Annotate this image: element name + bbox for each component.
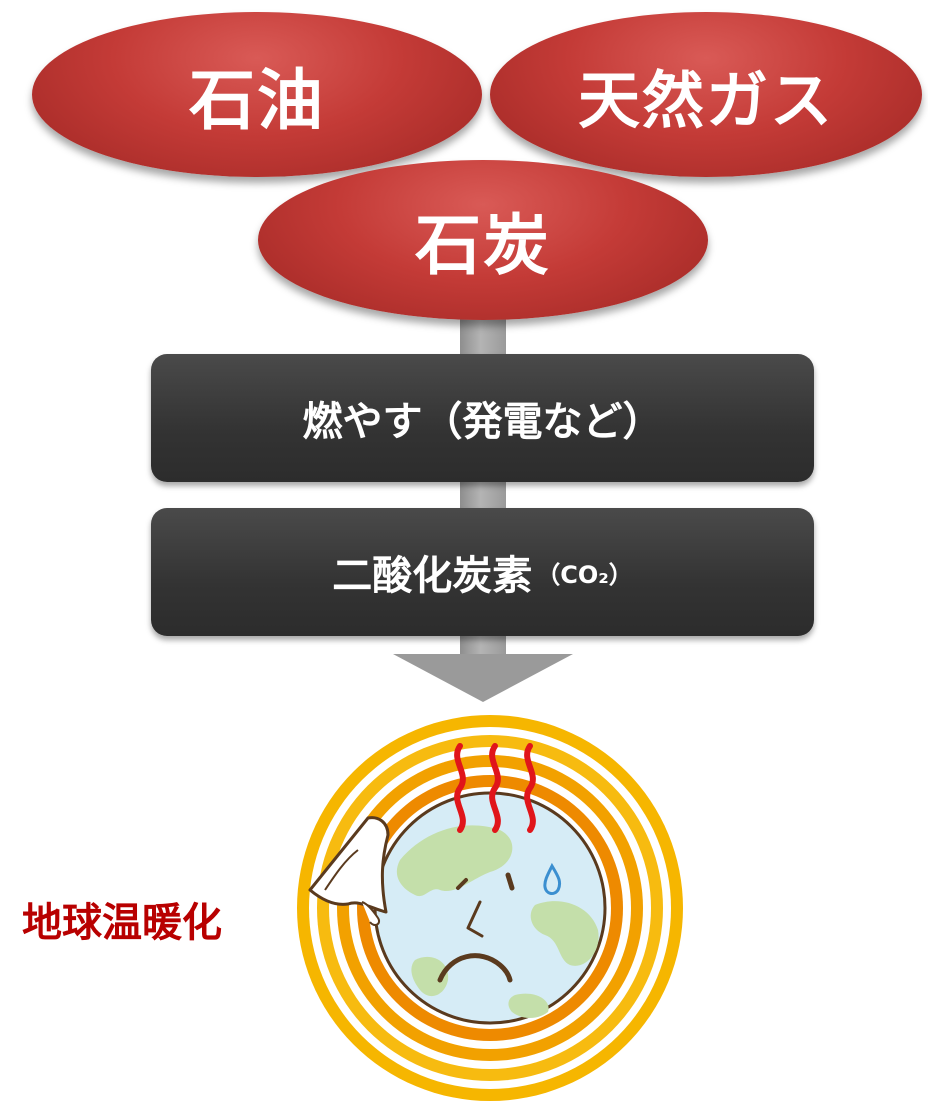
heat-waves-icon — [454, 743, 536, 833]
fuel-oil-label: 石油 — [189, 61, 325, 139]
fuel-oil: 石油 — [32, 12, 482, 177]
step-burn-box: 燃やす（発電など） — [151, 354, 814, 482]
fuel-natural-gas: 天然ガス — [490, 12, 922, 177]
fuel-natural-gas-label: 天然ガス — [577, 63, 834, 137]
step-co2-formula: （CO₂） — [536, 560, 633, 589]
frown-mouth — [437, 953, 513, 983]
global-warming-label: 地球温暖化 — [22, 900, 222, 946]
nose — [466, 900, 484, 938]
sweat-drop-icon — [543, 862, 562, 896]
fuel-coal-label: 石炭 — [415, 207, 551, 284]
earth-icon — [297, 715, 683, 1101]
continent — [396, 825, 513, 897]
flow-arrow-head — [393, 654, 573, 702]
step-burn-label: 燃やす（発電など） — [302, 399, 663, 445]
fuel-coal: 石炭 — [258, 160, 708, 320]
step-co2-box: 二酸化炭素（CO₂） — [151, 508, 814, 636]
handkerchief-icon — [308, 816, 390, 926]
step-co2-label: 二酸化炭素 — [332, 553, 533, 599]
